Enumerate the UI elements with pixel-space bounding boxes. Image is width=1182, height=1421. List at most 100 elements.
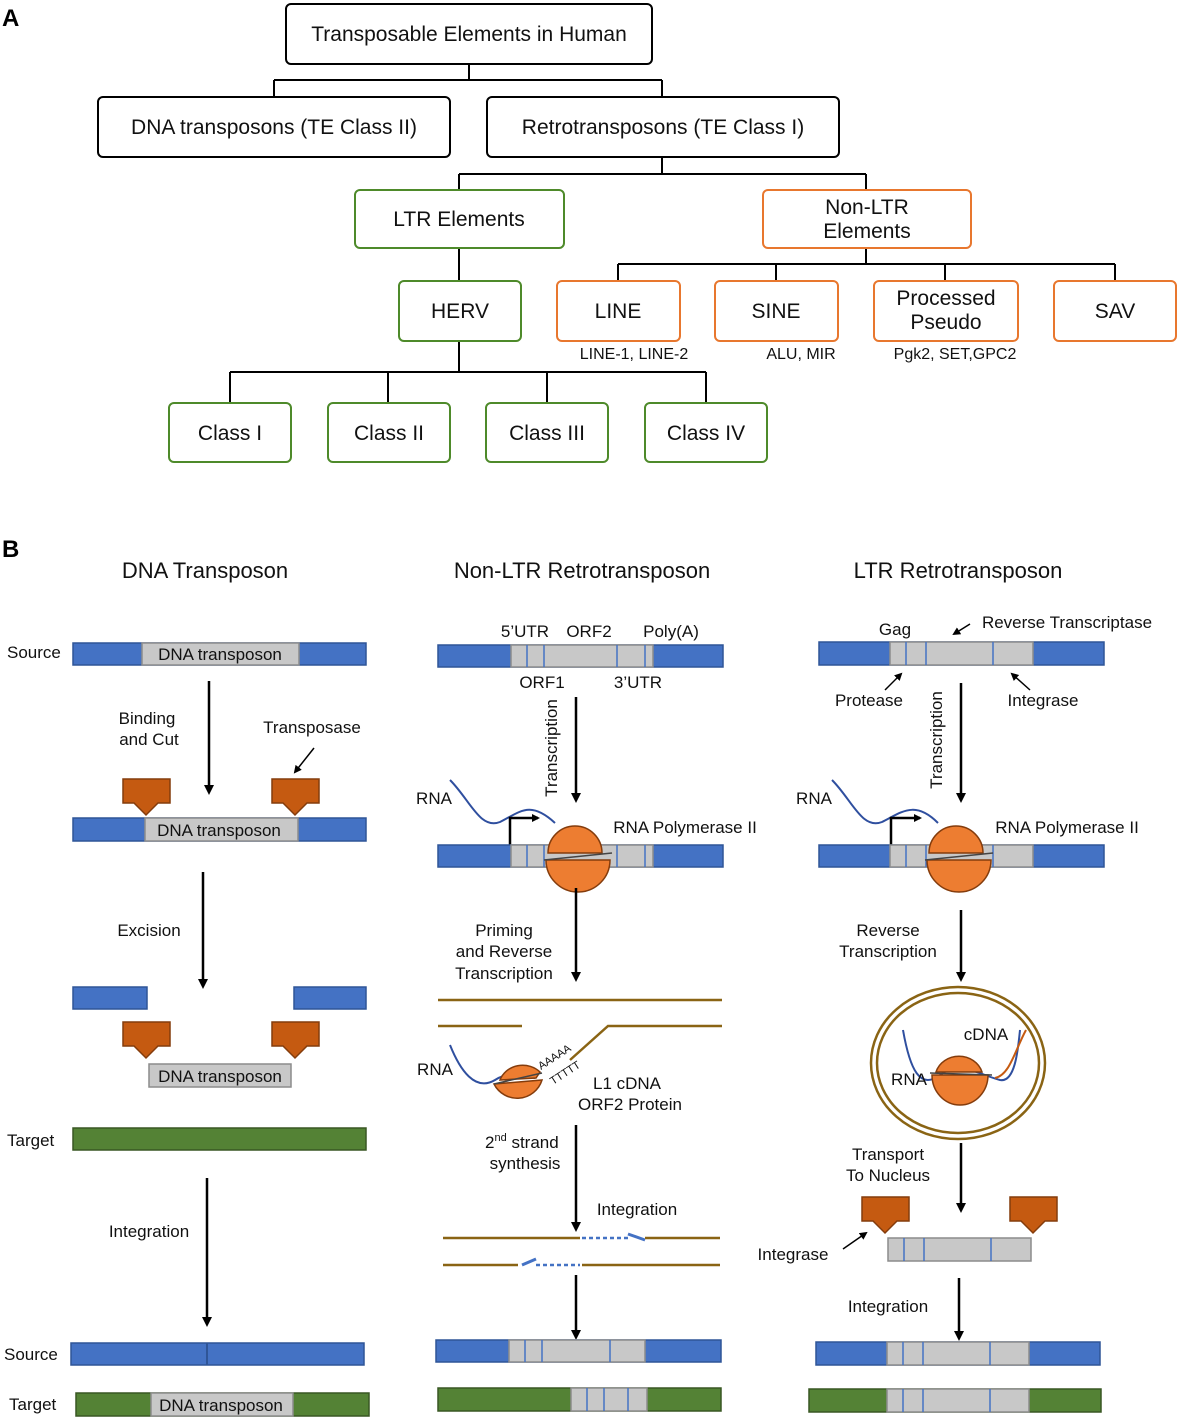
nonltr-rna-strand: [449, 779, 556, 825]
integrase-icon: [861, 1196, 910, 1235]
excised-flank-left: [72, 986, 148, 1010]
transposase-pointer: [293, 747, 315, 774]
sine-label: SINE: [751, 300, 800, 323]
rt-pointer: [952, 623, 971, 636]
transposase-icon: [271, 778, 320, 817]
dna-transposon-title: DNA Transposon: [122, 558, 288, 583]
orf2-protein-label: ORF2 Protein: [578, 1095, 682, 1114]
priming-label-2: and Reverse: [456, 942, 552, 961]
source-label-bottom: Source: [4, 1345, 58, 1364]
integrase-pointer: [1010, 672, 1031, 691]
class-2-node: Class II: [327, 402, 451, 463]
source-dna-top: DNA transposon: [72, 642, 367, 666]
dna-transposons-node: DNA transposons (TE Class II): [97, 96, 451, 158]
class-1-node: Class I: [168, 402, 292, 463]
processed-label-1: Processed: [896, 287, 995, 310]
retrotransposons-label: Retrotransposons (TE Class I): [522, 116, 804, 139]
root-label: Transposable Elements in Human: [311, 23, 627, 46]
transposase-icon: [122, 1021, 171, 1060]
line-examples: LINE-1, LINE-2: [580, 346, 689, 363]
class-4-label: Class IV: [667, 422, 745, 445]
processed-label-2: Pseudo: [910, 311, 981, 334]
herv-node: HERV: [398, 280, 522, 342]
dna-element-label-2: DNA transposon: [157, 821, 281, 840]
source-label-top: Source: [7, 643, 61, 662]
ltr-cdna-element: [887, 1237, 1032, 1262]
dna-transposons-label: DNA transposons (TE Class II): [131, 116, 417, 139]
ltr-rt-label-1: Reverse: [856, 921, 919, 940]
target-dna-nick: [438, 998, 722, 1061]
sav-node: SAV: [1053, 280, 1177, 342]
nonltr-target-result: [437, 1387, 722, 1412]
reverse-transcriptase-label: Reverse Transcriptase: [982, 613, 1152, 632]
class-2-label: Class II: [354, 422, 424, 445]
transport-label-2: To Nucleus: [846, 1166, 930, 1185]
ltr-title: LTR Retrotransposon: [854, 558, 1063, 583]
orf2-protein-icon: [492, 1064, 544, 1099]
polya-priming: AAAAA TTTTT: [536, 1042, 583, 1087]
ltr-source-result: [815, 1341, 1101, 1366]
viral-capsid: [869, 985, 1047, 1141]
protease-pointer: [884, 672, 903, 691]
promoter-arrow: [508, 814, 540, 845]
class-3-label: Class III: [509, 422, 585, 445]
priming-label-3: Transcription: [455, 964, 553, 983]
processed-examples: Pgk2, SET,GPC2: [894, 346, 1017, 363]
ltr-target-result: [808, 1388, 1102, 1413]
class-4-node: Class IV: [644, 402, 768, 463]
ltr-rna-polymerase-icon: [924, 825, 994, 893]
excised-element: DNA transposon: [148, 1063, 292, 1088]
ltr-polymerase-label: RNA Polymerase II: [995, 818, 1139, 837]
processed-pseudo-node: Processed Pseudo: [873, 280, 1019, 342]
cdna-label: cDNA: [964, 1025, 1009, 1044]
line-label: LINE: [595, 300, 642, 323]
target-dna-bottom: DNA transposon: [75, 1392, 370, 1417]
target-label-top: Target: [7, 1131, 55, 1150]
class-3-node: Class III: [485, 402, 609, 463]
synthesis-label: synthesis: [490, 1154, 561, 1173]
integrase-label-2: Integrase: [758, 1245, 829, 1264]
non-ltr-elements-node: Non-LTR Elements: [762, 189, 972, 249]
non-ltr-title: Non-LTR Retrotransposon: [454, 558, 710, 583]
excision-label: Excision: [117, 921, 180, 940]
nonltr-rna-label-2: RNA: [417, 1060, 454, 1079]
nonltr-polymerase-label: RNA Polymerase II: [613, 818, 757, 837]
class-1-label: Class I: [198, 422, 262, 445]
integrase-icon: [1009, 1196, 1058, 1235]
transposase-icon: [122, 778, 171, 817]
line1-element: [437, 644, 724, 668]
utr3-label: 3’UTR: [614, 673, 662, 692]
sine-examples: ALU, MIR: [766, 346, 835, 363]
sav-label: SAV: [1095, 300, 1135, 323]
utr5-label: 5’UTR: [501, 622, 549, 641]
integration-intermediate: [443, 1232, 720, 1267]
orf2-label: ORF2: [566, 622, 611, 641]
line-node: LINE: [556, 280, 681, 342]
transposase-label: Transposase: [263, 718, 361, 737]
ltr-promoter-arrow: [889, 814, 922, 845]
target-dna-top: [72, 1127, 367, 1151]
source-dna-bottom: [70, 1342, 365, 1366]
bound-dna: DNA transposon: [72, 817, 367, 842]
transport-label-1: Transport: [852, 1145, 924, 1164]
non-ltr-label-2: Elements: [823, 220, 911, 243]
binding-label-1: Binding: [119, 709, 176, 728]
ltr-elements-node: LTR Elements: [354, 189, 565, 249]
nonltr-integration-label: Integration: [597, 1200, 677, 1219]
target-label-bottom: Target: [9, 1395, 57, 1414]
panel-a-label: A: [2, 5, 19, 32]
ltr-rna-label: RNA: [796, 789, 833, 808]
root-node: Transposable Elements in Human: [285, 3, 653, 65]
excised-flank-right: [293, 986, 367, 1010]
transposase-icon: [271, 1021, 320, 1060]
rna-polymerase-icon: [543, 825, 613, 893]
nonltr-source-result: [435, 1339, 722, 1363]
ltr-element: [818, 641, 1105, 666]
priming-label-1: Priming: [475, 921, 533, 940]
polya-label: Poly(A): [643, 622, 699, 641]
ltr-integration-label: Integration: [848, 1297, 928, 1316]
dna-element-label-3: DNA transposon: [158, 1067, 282, 1086]
binding-label-2: and Cut: [119, 730, 179, 749]
integrase-label: Integrase: [1008, 691, 1079, 710]
gag-label: Gag: [879, 620, 911, 639]
